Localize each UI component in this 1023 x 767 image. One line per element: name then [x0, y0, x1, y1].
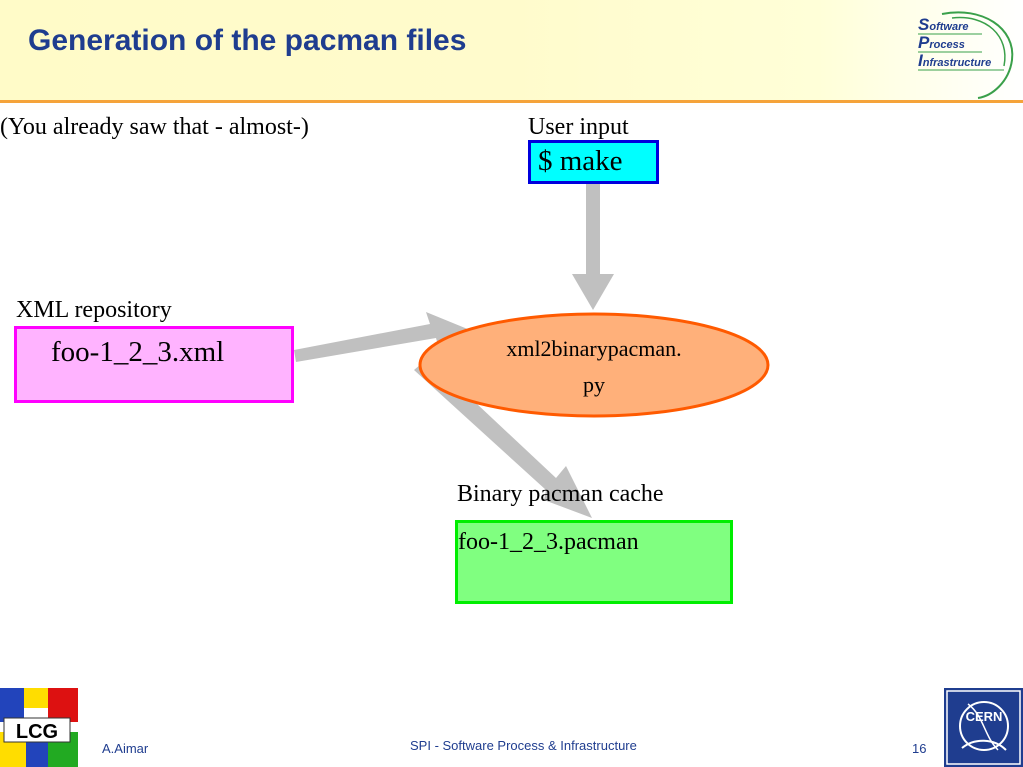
spi-logo-p: P	[918, 33, 930, 52]
header-band	[0, 0, 1023, 100]
arrow-make-to-script	[572, 184, 614, 310]
slide-title: Generation of the pacman files	[28, 24, 467, 57]
user-input-label: User input	[528, 114, 629, 140]
xml-file-box: foo-1_2_3.xml	[14, 326, 294, 403]
lcg-logo: LCG	[0, 688, 78, 767]
spi-logo-infrastructure: nfrastructure	[923, 57, 991, 69]
spi-logo-s: S	[918, 15, 930, 34]
svg-text:Process: Process	[918, 33, 965, 52]
footer-author: A.Aimar	[102, 741, 149, 756]
xml-file-text: foo-1_2_3.xml	[51, 336, 225, 368]
spi-logo: Software Process Infrastructure	[918, 11, 1014, 99]
arrow-xml-to-script	[294, 312, 470, 362]
subtitle: (You already saw that - almost-)	[0, 114, 309, 140]
lcg-logo-text: LCG	[16, 721, 58, 743]
header-divider	[0, 100, 1023, 103]
footer-center-text: SPI - Software Process & Infrastructure	[410, 738, 637, 753]
cache-label: Binary pacman cache	[457, 481, 664, 507]
svg-text:Infrastructure: Infrastructure	[918, 51, 991, 70]
make-command-text: $ make	[538, 145, 623, 177]
cern-logo: CERN	[944, 688, 1023, 767]
script-name-line2: py	[583, 372, 605, 397]
cern-logo-text: CERN	[966, 709, 1003, 724]
script-name-line1: xml2binarypacman.	[506, 336, 682, 361]
svg-text:Software: Software	[918, 15, 968, 34]
script-ellipse	[418, 312, 770, 418]
spi-logo-i: I	[918, 51, 924, 70]
spi-logo-process: rocess	[929, 39, 964, 51]
page-number: 16	[912, 741, 927, 756]
pacman-file-box: foo-1_2_3.pacman	[455, 520, 733, 604]
pacman-file-text: foo-1_2_3.pacman	[458, 529, 639, 555]
spi-logo-software: oftware	[929, 21, 968, 33]
make-command-box: $ make	[528, 140, 659, 184]
xml-repo-label: XML repository	[16, 297, 172, 323]
